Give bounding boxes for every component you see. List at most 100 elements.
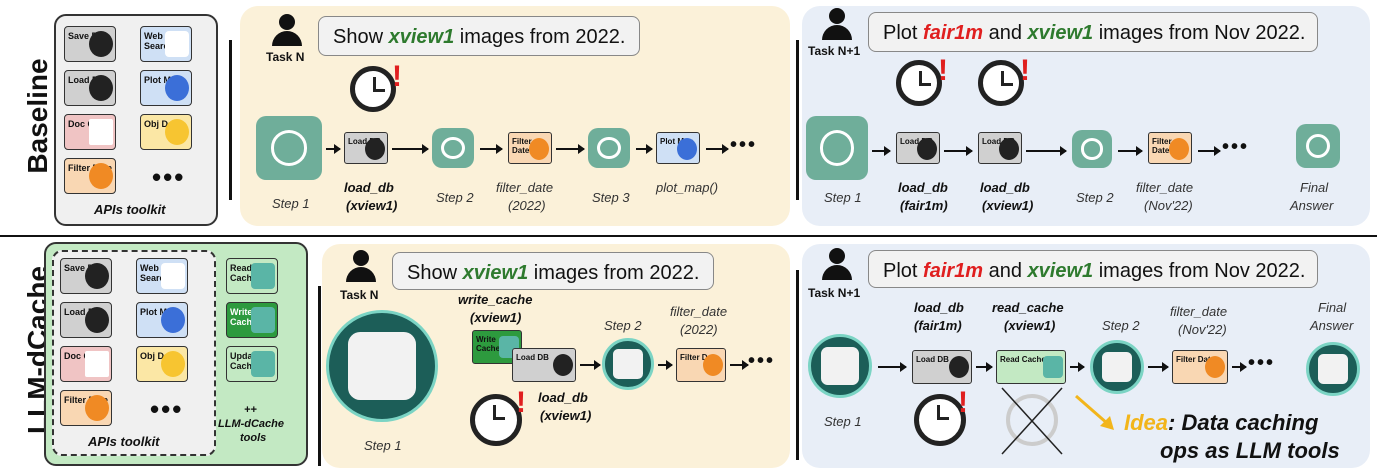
tool-call-label: filter_date [670, 304, 728, 319]
flow-arrow [480, 144, 503, 154]
llm-icon [806, 116, 868, 180]
llm-icon [432, 128, 474, 168]
flow-arrow [1198, 146, 1221, 156]
tool-call-label: plot_map() [656, 180, 719, 195]
continuation-dots: ••• [748, 350, 776, 372]
tool-doc-qa: Doc QA [64, 114, 116, 150]
user-icon [346, 250, 376, 282]
tool-filter-date: Filter Date [676, 348, 726, 382]
sql-icon [85, 307, 109, 333]
llm-icon [588, 128, 630, 168]
flow-arrow [636, 144, 653, 154]
sklearn-icon [1205, 356, 1225, 378]
task-label: Task N [340, 288, 379, 302]
clock-icon [896, 60, 942, 106]
user-icon [822, 8, 852, 40]
tool-call-arg: (xview1) [540, 408, 592, 423]
flow-arrow [1118, 146, 1143, 156]
tool-call-arg: (xview1) [346, 198, 398, 213]
map-icon [165, 75, 189, 101]
dcache-agent-icon [1090, 340, 1144, 394]
continuation-dots: ••• [1248, 352, 1276, 374]
step-label: Step 2 [604, 318, 642, 333]
robot-chip-icon [1043, 356, 1063, 378]
step-label: Step 3 [592, 190, 630, 205]
tool-call-label: load_db [898, 180, 948, 195]
flow-arrow [706, 144, 729, 154]
sql-icon [89, 75, 113, 101]
tool-call-label: load_db [914, 300, 964, 315]
plus-label: ++ [244, 404, 257, 416]
tool-call-arg: (2022) [680, 322, 718, 337]
alert-icon: ! [958, 386, 968, 419]
idea-callout: ops as LLM tools [1160, 438, 1340, 463]
idea-arrow-icon [1075, 394, 1114, 430]
dcache-agent-icon [808, 334, 872, 398]
tool-call-label: filter_date [496, 180, 554, 195]
tool-update-cache: Update Cache [226, 346, 278, 382]
llm-icon [1296, 124, 1340, 168]
tool-call-arg: (Nov'22) [1178, 322, 1227, 337]
prompt-bubble: Show xview1 images from 2022. [318, 16, 640, 56]
clock-icon [470, 394, 522, 446]
continuation-dots: ••• [1222, 136, 1250, 158]
tool-filter-date: Filter Date [1172, 350, 1228, 384]
idea-callout: Idea: Data caching [1124, 410, 1319, 435]
flow-arrow [878, 362, 907, 372]
tool-read-cache: Read Cache [226, 258, 278, 294]
step-label: Step 2 [436, 190, 474, 205]
tool-load-db: Load DB [64, 70, 116, 106]
tool-obj-det: Obj Det [136, 346, 188, 382]
huggingface-icon [165, 119, 189, 145]
bing-icon [161, 263, 185, 289]
task-label: Task N [266, 50, 305, 64]
flow-arrow [658, 360, 673, 370]
dcache-agent-icon [1306, 342, 1360, 396]
tool-load-db: Load DB [512, 348, 576, 382]
dcache-agent-icon [602, 338, 654, 390]
task-label: Task N+1 [808, 44, 861, 58]
sklearn-icon [1169, 138, 1189, 160]
crossed-out-clock-icon [1001, 387, 1063, 455]
more-tools: ••• [150, 394, 184, 424]
cache-tools-label: tools [240, 432, 267, 444]
clock-icon [914, 394, 966, 446]
step-label: Step 1 [272, 196, 310, 211]
sql-icon [85, 263, 109, 289]
task-label: Task N+1 [808, 286, 861, 300]
robot-chip-icon [251, 307, 275, 333]
cache-tools-label: LLM-dCache [218, 418, 284, 430]
row-label-baseline: Baseline [22, 58, 53, 174]
tool-load-db: Load DB [60, 302, 112, 338]
robot-chip-icon [251, 263, 275, 289]
tool-call-arg: (Nov'22) [1144, 198, 1193, 213]
tool-save-db: Save DB [60, 258, 112, 294]
flow-arrow [326, 144, 341, 154]
flow-arrow [1026, 146, 1067, 156]
tool-filter-date: Filter Date [1148, 132, 1192, 164]
tool-call-arg: (xview1) [470, 310, 522, 325]
tool-load-db: Load DB [896, 132, 940, 164]
tool-web-search: Web Search [140, 26, 192, 62]
flow-arrow [1148, 362, 1169, 372]
sql-icon [999, 138, 1019, 160]
llm-icon [256, 116, 322, 180]
prompt-bubble: Plot fair1m and xview1 images from Nov 2… [868, 12, 1318, 52]
step-label: Step 1 [824, 414, 862, 429]
tool-load-db: Load DB [912, 350, 972, 384]
row-divider [0, 235, 1377, 237]
final-answer-label: Answer [1290, 198, 1334, 213]
toolkit-title: APIs toolkit [94, 202, 166, 217]
sql-icon [365, 138, 385, 160]
tool-filter-date: Filter Date [64, 158, 116, 194]
prompt-bubble: Plot fair1m and xview1 images from Nov 2… [868, 250, 1318, 288]
tool-read-cache: Read Cache [996, 350, 1066, 384]
toolkit-title: APIs toolkit [88, 434, 160, 449]
tool-call-arg: (xview1) [1004, 318, 1056, 333]
flow-arrow [580, 360, 601, 370]
tool-call-arg: (fair1m) [914, 318, 962, 333]
sql-icon [949, 356, 969, 378]
flow-arrow [1070, 362, 1085, 372]
flow-arrow [976, 362, 993, 372]
tool-save-db: Save DB [64, 26, 116, 62]
